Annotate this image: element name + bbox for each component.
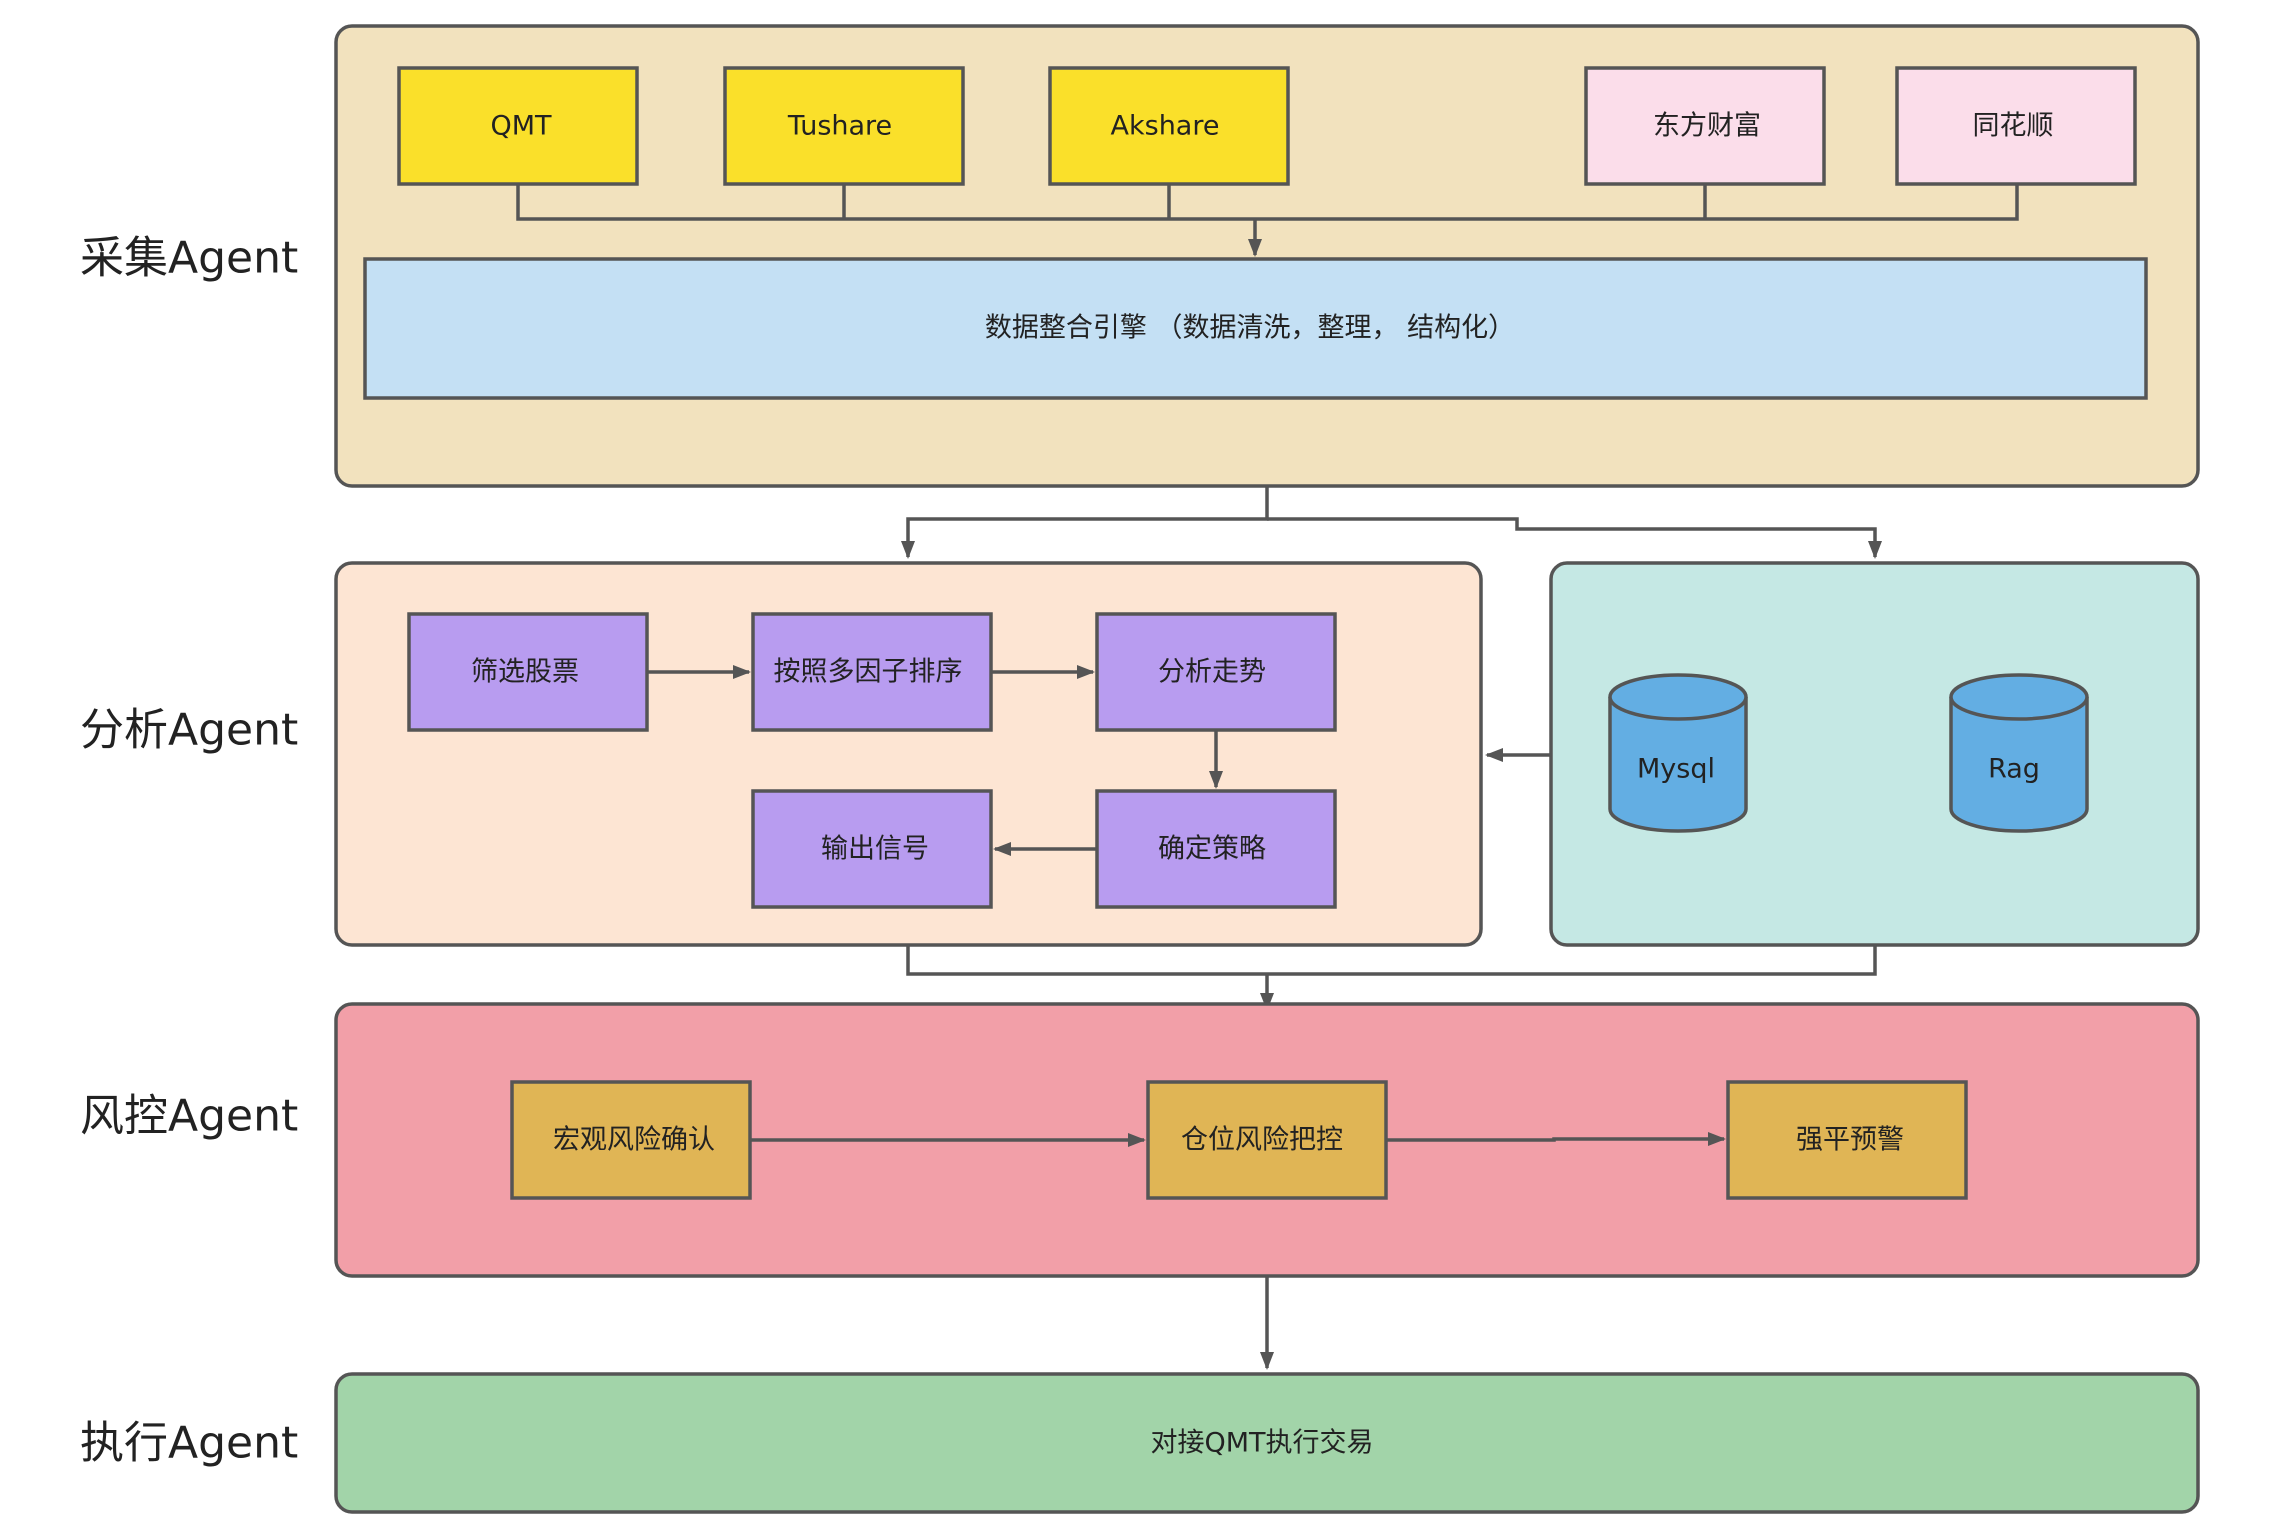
step-screen-stocks[interactable] (407, 612, 649, 732)
step-strategy-label: 确定策略 (1158, 834, 1266, 865)
step-output-signal[interactable] (751, 789, 993, 909)
risk-macro-check-label: 宏观风险确认 (553, 1125, 715, 1156)
source-qmt[interactable] (397, 66, 639, 186)
source-qmt-label: QMT (490, 111, 552, 142)
source-tushare[interactable] (723, 66, 965, 186)
risk-macro-check[interactable] (510, 1080, 752, 1200)
source-tonghuashun-label: 同花顺 (1973, 111, 2054, 142)
step-trend-analysis[interactable] (1095, 612, 1337, 732)
data-integration-engine[interactable] (363, 257, 2148, 400)
step-screen-stocks-label: 筛选股票 (471, 657, 579, 688)
execute-trade-label: 对接QMT执行交易 (1150, 1428, 1373, 1459)
risk-liquidation-warning-label: 强平预警 (1796, 1125, 1904, 1156)
step-output-signal-label: 输出信号 (821, 834, 929, 865)
row-label-execute: 执行Agent (80, 1418, 298, 1469)
rag-label: Rag (1988, 754, 2040, 785)
row-label-risk: 风控Agent (80, 1091, 298, 1142)
mysql-database-icon[interactable] (1608, 673, 1748, 833)
source-eastmoney-label: 东方财富 (1653, 111, 1761, 142)
risk-liquidation-warning[interactable] (1726, 1080, 1968, 1200)
mysql-label: Mysql (1637, 754, 1715, 785)
row-label-collect: 采集Agent (80, 233, 298, 284)
source-bus-line (516, 184, 2019, 221)
data-integration-engine-label: 数据整合引擎 （数据清洗，整理， 结构化） (985, 313, 1515, 344)
risk-position-control[interactable] (1146, 1080, 1388, 1200)
arrow-position-to-liquidation (1386, 1132, 1726, 1146)
row-label-analyze: 分析Agent (80, 705, 298, 756)
source-tushare-label: Tushare (787, 111, 892, 142)
rag-database-icon[interactable] (1949, 673, 2089, 833)
source-akshare-label: Akshare (1111, 111, 1220, 142)
arrow-collect-to-analyze (901, 486, 1269, 559)
merge-line-to-risk (906, 945, 1877, 976)
source-akshare[interactable] (1048, 66, 1290, 186)
execute-agent-panel[interactable] (334, 1372, 2200, 1514)
risk-position-control-label: 仓位风险把控 (1181, 1125, 1343, 1156)
step-multifactor-rank-label: 按照多因子排序 (774, 657, 963, 688)
arrow-collect-to-storage (1267, 517, 1882, 559)
step-trend-analysis-label: 分析走势 (1158, 657, 1266, 688)
step-strategy[interactable] (1095, 789, 1337, 909)
